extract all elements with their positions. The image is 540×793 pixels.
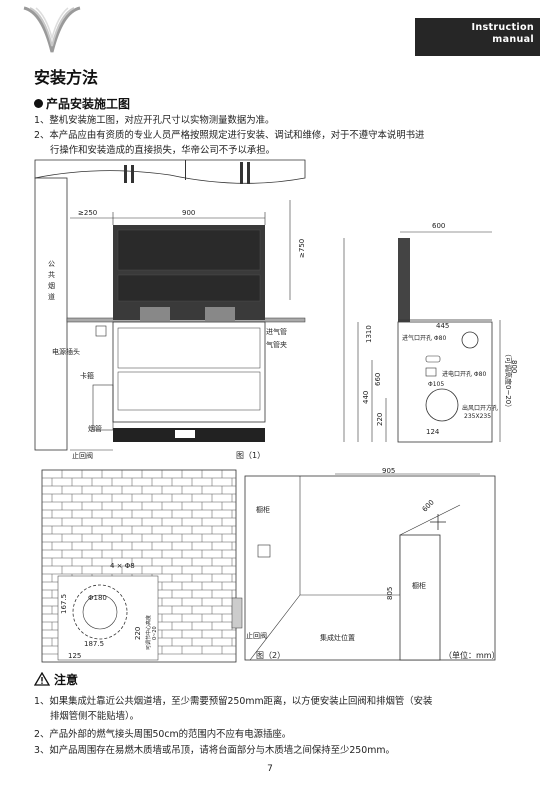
notice-item-2: 2、产品外部的燃气接头周围50cm的范围内不应有电源插座。 (34, 729, 292, 740)
dim-ge250: ≥250 (78, 209, 97, 217)
dim-600-2: 600 (421, 498, 436, 513)
header-title: Instruction manual (415, 22, 534, 46)
hole-label: 4 × Φ8 (110, 562, 135, 570)
bullet-icon (34, 99, 43, 108)
page-title: 安装方法 (34, 68, 99, 87)
dim-905: 905 (382, 467, 395, 475)
smoke-pipe-label: 烟管 (88, 424, 102, 433)
flue-label-2: 共 (48, 270, 55, 279)
dim-167-5: 167.5 (60, 594, 68, 614)
intro-item-2-cont: 行操作和安装造成的直接损失，华帝公司不予以承担。 (50, 145, 276, 156)
flue-label-3: 烟 (48, 281, 55, 290)
flue-label-1: 公 (48, 260, 55, 268)
air-outlet-size: 235X235 (464, 413, 491, 420)
cabinet-top-label: 橱柜 (256, 505, 270, 514)
warning-triangle-icon (33, 671, 51, 686)
header-line-1: Instruction (471, 22, 534, 33)
dim-900: 900 (182, 209, 195, 217)
notice-item-1-cont: 排烟管侧不能贴墙）。 (50, 711, 140, 722)
side-dim-660: 660 (374, 373, 382, 386)
side-dim-800: 800 (510, 360, 518, 373)
flue-center-2: 0~20 (152, 626, 158, 640)
side-dim-445: 445 (436, 322, 449, 330)
fig1-caption: 图（1） (236, 451, 265, 460)
dim-187-5: 187.5 (84, 640, 104, 648)
header-band (415, 18, 540, 56)
power-hole-label: 进电口开孔 Φ80 (442, 370, 486, 378)
dim-220: 220 (134, 627, 142, 640)
check-valve-label: 止回阀 (72, 451, 93, 460)
side-adjust: （可调高度0~20） (504, 350, 513, 411)
gas-hole-label: 进气口开孔 Φ80 (402, 334, 446, 342)
flue-center: 可调节中心高度 (145, 615, 152, 650)
dim-ge750: ≥750 (298, 239, 306, 258)
dim-105: Φ105 (428, 381, 444, 388)
clamp-label: 卡箍 (80, 371, 94, 380)
gas-inlet-label: 进气管 (266, 327, 287, 336)
side-dim-220: 220 (376, 413, 384, 426)
side-dim-1310: 1310 (365, 325, 373, 343)
notice-item-3: 3、如产品周围存在易燃木质墙或吊顶，请将台面部分与木质墙之间保持至少250mm。 (34, 745, 395, 756)
section-heading-text: 产品安装施工图 (46, 97, 131, 111)
notice-title: 注意 (54, 673, 79, 687)
header-line-2: manual (492, 34, 534, 45)
check-valve-2-label: 止回阀 (246, 631, 267, 640)
notice-item-1: 1、如果集成灶靠近公共烟道墙，至少需要预留250mm距离，以方便安装止回阀和排烟… (34, 696, 433, 707)
intro-item-1: 1、整机安装施工图，对应开孔尺寸以实物测量数据为准。 (34, 115, 275, 126)
section-heading: 产品安装施工图 (34, 95, 130, 112)
flue-label-4: 道 (48, 292, 55, 301)
brand-logo-icon (23, 6, 81, 53)
installation-figure-2: 4 × Φ8 Φ180 167.5 187.5 220 125 可调节中心高度 … (41, 467, 500, 663)
unit-label: （单位：mm） (444, 650, 500, 660)
dim-125: 125 (68, 652, 81, 660)
intro-item-2: 2、本产品应由有资质的专业人员严格按照规定进行安装、调试和维修，对于不遵守本说明… (34, 130, 425, 141)
notice-heading: 注意 (33, 671, 79, 688)
installation-figure-1: 公 共 烟 道 ≥250 900 ≥750 电源插头 卡箍 烟管 止回阀 进气管… (34, 159, 518, 460)
stove-position-label: 集成灶位置 (320, 633, 355, 642)
air-outlet-label: 出风口开方孔 (462, 404, 498, 412)
side-dim-440: 440 (362, 391, 370, 404)
cabinet-right-label: 橱柜 (412, 581, 426, 590)
page-number: 7 (267, 764, 273, 774)
side-dim-124: 124 (426, 428, 440, 436)
gas-clip-label: 气管夹 (266, 340, 287, 349)
dim-805: 805 (386, 587, 394, 600)
side-dim-600: 600 (432, 222, 445, 230)
dim-phi180: Φ180 (88, 594, 107, 602)
fig2-caption: 图（2） (256, 651, 285, 660)
power-socket-label: 电源插头 (52, 347, 80, 356)
